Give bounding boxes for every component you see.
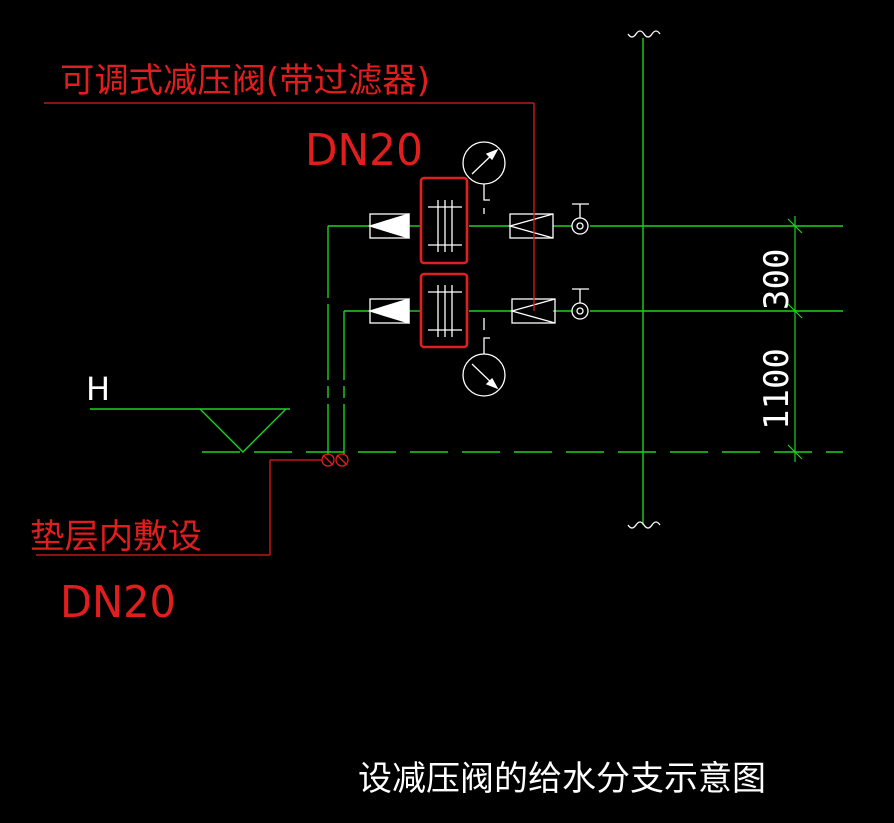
gate-valve-icon [507, 213, 554, 239]
dimension-upper-label: 300 [757, 249, 797, 310]
pressure-reducing-valve-icon [419, 272, 469, 349]
ball-valve-icon [571, 288, 589, 320]
valve-note-label: 可调式减压阀(带过滤器) [60, 61, 430, 101]
check-valve-icon [367, 213, 410, 239]
ball-valve-icon [571, 203, 589, 235]
diagram-caption: 设减压阀的给水分支示意图 [358, 759, 766, 799]
dimension-lines [787, 216, 803, 462]
pressure-reducing-valve-icon [419, 176, 469, 265]
dimension-lower-label: 1100 [757, 348, 797, 430]
floor-level-triangle-icon [199, 408, 287, 453]
check-valve-icon [367, 298, 410, 324]
break-mark-icon [627, 30, 661, 38]
bedding-note-label: 垫层内敷设 [30, 517, 202, 557]
bedding-size-label: DN20 [60, 577, 176, 628]
pressure-gauge-icon [462, 318, 506, 397]
floor-level-label: H [86, 370, 110, 408]
branch-pipes [90, 225, 843, 455]
annotation-lines [36, 102, 535, 556]
break-mark-icon [627, 521, 661, 529]
pressure-gauge-icon [462, 141, 506, 214]
riser [627, 30, 661, 529]
valve-size-label: DN20 [305, 125, 423, 176]
